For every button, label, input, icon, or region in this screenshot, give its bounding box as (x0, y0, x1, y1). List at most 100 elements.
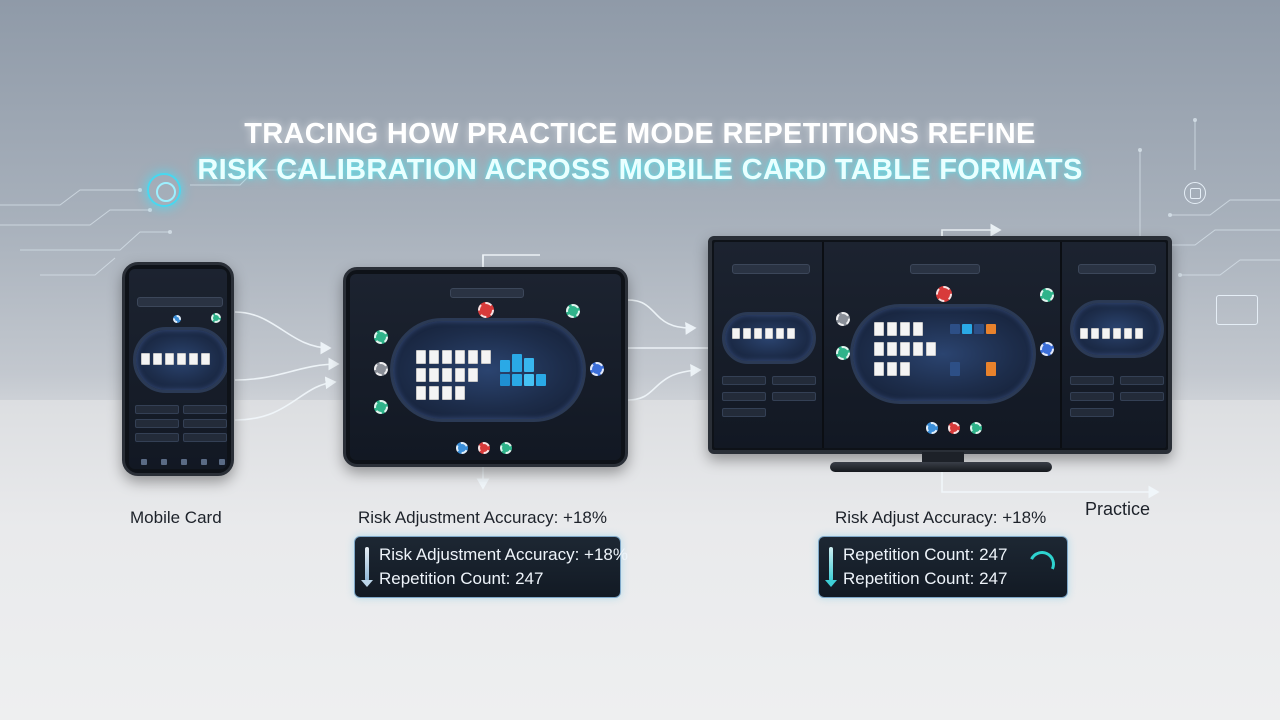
phone-panel-row[interactable] (135, 419, 179, 428)
right-panel-row[interactable] (1070, 376, 1114, 385)
grid-cell (512, 374, 522, 386)
chip-icon[interactable] (173, 315, 181, 323)
chip-icon[interactable] (936, 286, 952, 302)
phone-screen (129, 269, 227, 469)
phone-top-bar[interactable] (137, 297, 223, 307)
monitor-stand-neck (922, 452, 964, 464)
grid-cell (986, 362, 996, 376)
card-icon (874, 342, 884, 356)
card-icon (900, 342, 910, 356)
nav-icon[interactable] (201, 459, 207, 465)
chip-icon[interactable] (478, 442, 490, 454)
card-icon (1124, 328, 1132, 339)
stat-repetition-count: Repetition Count: 247 (379, 569, 544, 588)
chip-icon[interactable] (211, 313, 221, 323)
chip-icon[interactable] (374, 362, 388, 376)
card-icon (887, 322, 897, 336)
grid-cell (536, 374, 546, 386)
chip-icon[interactable] (836, 312, 850, 326)
grid-cell (986, 324, 996, 334)
card-icon (429, 368, 439, 382)
card-icon (776, 328, 784, 339)
card-icon (416, 386, 426, 400)
nav-icon[interactable] (181, 459, 187, 465)
right-panel-row[interactable] (1120, 392, 1164, 401)
right-panel-row[interactable] (1070, 408, 1114, 417)
grid-cell (512, 354, 522, 372)
tablet-top-bar[interactable] (450, 288, 524, 298)
panel-node-icon (1216, 295, 1258, 325)
card-icon (429, 350, 439, 364)
monitor-screen (714, 242, 1166, 448)
left-panel-row[interactable] (722, 376, 766, 385)
chip-icon[interactable] (500, 442, 512, 454)
card-icon (887, 362, 897, 376)
chip-icon[interactable] (926, 422, 938, 434)
monitor-left-panel (714, 242, 824, 448)
card-icon (416, 350, 426, 364)
center-panel-bar[interactable] (910, 264, 980, 274)
down-arrow-icon (825, 547, 837, 587)
card-icon (1091, 328, 1099, 339)
right-panel-bar[interactable] (1078, 264, 1156, 274)
headline-line-1: TRACING HOW PRACTICE MODE REPETITIONS RE… (244, 118, 1036, 150)
grid-cell (950, 362, 960, 376)
tablet-device (343, 267, 628, 467)
right-panel-row[interactable] (1120, 376, 1164, 385)
tablet-card-table (390, 318, 586, 422)
chip-icon[interactable] (456, 442, 468, 454)
practice-caption: Practice (1085, 499, 1151, 519)
grid-cell (974, 324, 984, 334)
monitor-right-panel (1064, 242, 1166, 448)
settings-node-icon (1184, 182, 1206, 204)
left-panel-row[interactable] (772, 392, 816, 401)
right-panel-row[interactable] (1070, 392, 1114, 401)
left-panel-bar[interactable] (732, 264, 810, 274)
phone-panel-row[interactable] (183, 433, 227, 442)
chip-icon[interactable] (590, 362, 604, 376)
phone-caption: Mobile Card (130, 508, 222, 527)
down-arrow-icon (361, 547, 373, 587)
card-icon (874, 362, 884, 376)
left-panel-row[interactable] (722, 392, 766, 401)
monitor-caption: Risk Adjust Accuracy: +18% (835, 508, 1047, 527)
card-icon (913, 342, 923, 356)
nav-icon[interactable] (141, 459, 147, 465)
card-icon (455, 368, 465, 382)
left-panel-row[interactable] (772, 376, 816, 385)
card-icon (416, 368, 426, 382)
circuit-ring-icon (147, 173, 181, 207)
grid-cell (962, 324, 972, 334)
nav-icon[interactable] (161, 459, 167, 465)
monitor-stand-base (830, 462, 1052, 472)
chip-icon[interactable] (836, 346, 850, 360)
left-panel-row[interactable] (722, 408, 766, 417)
card-icon (765, 328, 773, 339)
chip-icon[interactable] (478, 302, 494, 318)
headline-line-2: RISK CALIBRATION ACROSS MOBILE CARD TABL… (197, 154, 1083, 186)
card-icon (429, 386, 439, 400)
card-icon (787, 328, 795, 339)
chip-icon[interactable] (374, 330, 388, 344)
nav-icon[interactable] (219, 459, 225, 465)
card-icon (201, 353, 210, 365)
stats-panel-right: Repetition Count: 247 Repetition Count: … (818, 536, 1068, 598)
chip-icon[interactable] (1040, 288, 1054, 302)
phone-panel-row[interactable] (135, 405, 179, 414)
tablet-screen (350, 274, 621, 460)
card-icon (1135, 328, 1143, 339)
chip-icon[interactable] (374, 400, 388, 414)
grid-cell (524, 374, 534, 386)
card-icon (165, 353, 174, 365)
headline: TRACING HOW PRACTICE MODE REPETITIONS RE… (0, 116, 1280, 188)
chip-icon[interactable] (1040, 342, 1054, 356)
phone-panel-row[interactable] (135, 433, 179, 442)
chip-icon[interactable] (566, 304, 580, 318)
card-icon (442, 386, 452, 400)
chip-icon[interactable] (970, 422, 982, 434)
phone-panel-row[interactable] (183, 405, 227, 414)
phone-panel-row[interactable] (183, 419, 227, 428)
chip-icon[interactable] (948, 422, 960, 434)
card-icon (913, 322, 923, 336)
card-icon (141, 353, 150, 365)
